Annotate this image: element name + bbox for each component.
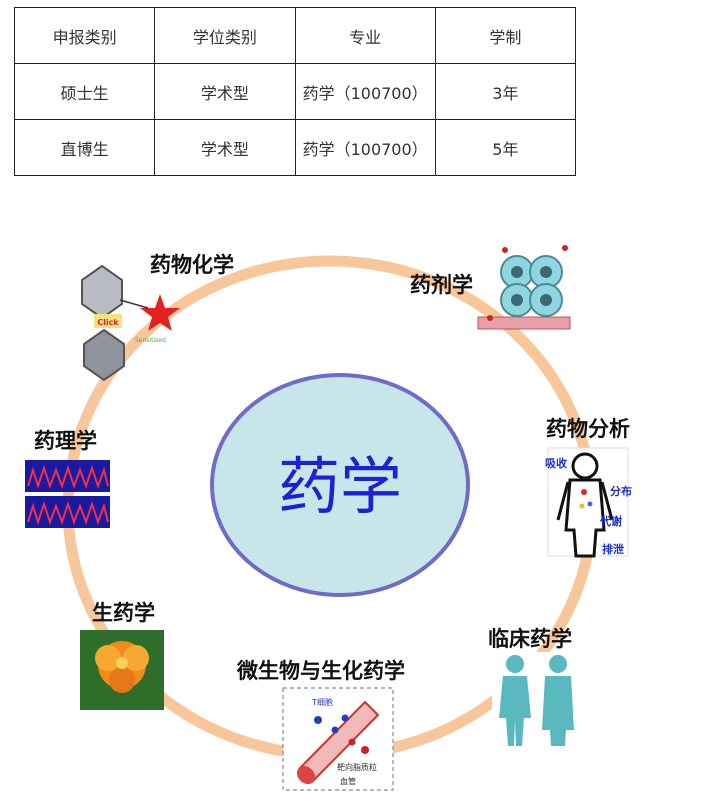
clinical-illustration [492, 652, 580, 748]
label-absorption: 吸收 [545, 456, 567, 470]
table-header-row: 申报类别 学位类别 专业 学制 [13, 7, 577, 64]
label-targeted-liposome: 靶向脂质粒 [337, 762, 377, 772]
label-blood-vessel: 血管 [340, 776, 356, 786]
body-analysis-illustration: 吸收 分布 代谢 排泄 [545, 447, 632, 558]
center-label: 药学 [278, 450, 402, 523]
node-label-pharmacology: 药理学 [34, 429, 97, 453]
header-cell: 学制 [434, 7, 577, 64]
node-label-pharmaceutics: 药剂学 [410, 273, 473, 297]
table-cell: 直博生 [13, 119, 156, 176]
label-metabolism: 代谢 [599, 514, 622, 528]
node-label-clinical-pharmacy: 临床药学 [488, 627, 572, 651]
pharmaceutics-illustration [477, 245, 571, 330]
label-t-cell: T细胞 [311, 697, 333, 707]
table-cell: 3年 [434, 63, 577, 120]
table-cell: 药学（100700） [294, 119, 436, 176]
table-cell: 硕士生 [13, 63, 156, 120]
node-label-medicinal-chemistry: 药物化学 [150, 253, 234, 277]
header-cell: 专业 [294, 7, 436, 64]
pharmacy-diagram: 药学 药物化学 Click Sensitized 药剂学 药物分析 吸 [25, 245, 632, 791]
vessel-illustration: T细胞 靶向脂质粒 血管 [282, 687, 394, 791]
node-label-pharmaceutical-analysis: 药物分析 [546, 417, 630, 441]
node-label-pharmacognosy: 生药学 [92, 601, 155, 625]
header-cell: 申报类别 [13, 7, 156, 64]
pharmacology-illustration [25, 460, 110, 528]
flower-illustration [80, 630, 164, 710]
table-cell: 学术型 [154, 63, 296, 120]
node-label-microbial-biochemical-pharmacy: 微生物与生化药学 [236, 659, 405, 683]
label-excretion: 排泄 [602, 542, 624, 556]
svg-text:Click: Click [97, 318, 119, 327]
chemistry-illustration: Click Sensitized [81, 264, 180, 382]
header-cell: 学位类别 [154, 7, 296, 64]
table-cell: 5年 [434, 119, 577, 176]
table-row: 硕士生 学术型 药学（100700） 3年 [13, 63, 577, 120]
center-ellipse [210, 373, 470, 597]
program-table: 申报类别 学位类别 专业 学制 硕士生 学术型 药学（100700） 3年 直博… [13, 7, 577, 176]
table-cell: 学术型 [154, 119, 296, 176]
label-distribution: 分布 [610, 484, 632, 498]
table-row: 直博生 学术型 药学（100700） 5年 [13, 119, 577, 176]
svg-text:Sensitized: Sensitized [135, 337, 166, 344]
table-cell: 药学（100700） [294, 63, 436, 120]
